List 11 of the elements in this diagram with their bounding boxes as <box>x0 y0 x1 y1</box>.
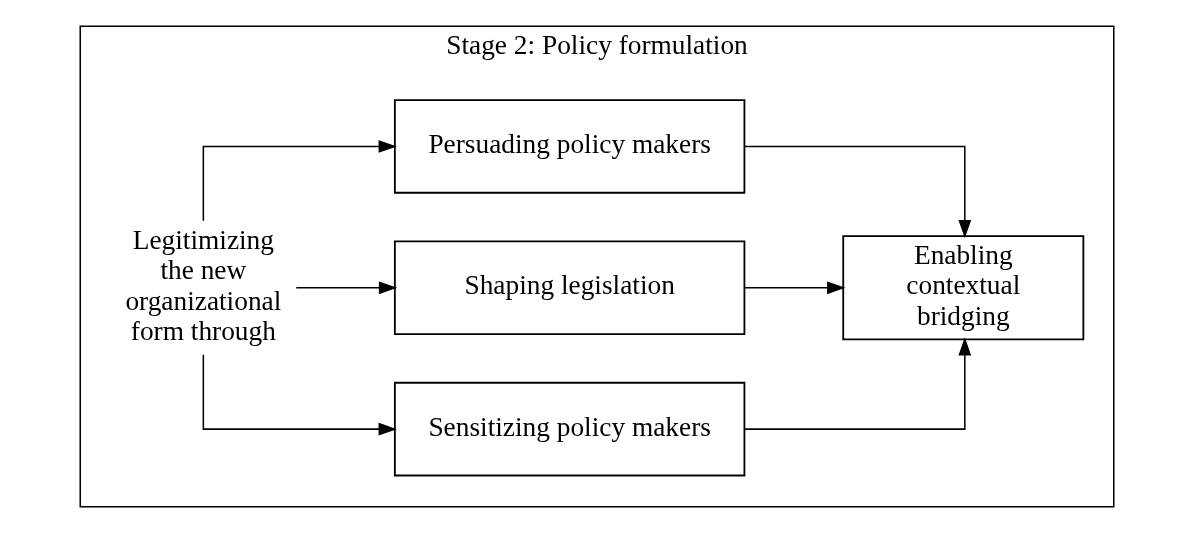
node-text: Legitimizing the new organizational form through <box>125 224 282 347</box>
node-box: Persuading policy makers <box>393 99 746 194</box>
arrow <box>202 140 397 222</box>
node-box: Enabling contextual bridging <box>842 235 1085 341</box>
arrow <box>743 337 972 430</box>
arrow <box>295 281 398 295</box>
arrow <box>743 145 972 239</box>
arrow <box>743 281 846 295</box>
arrow <box>202 353 397 436</box>
node-box: Shaping legislation <box>393 240 746 336</box>
node-box: Sensitizing policy makers <box>393 381 746 477</box>
